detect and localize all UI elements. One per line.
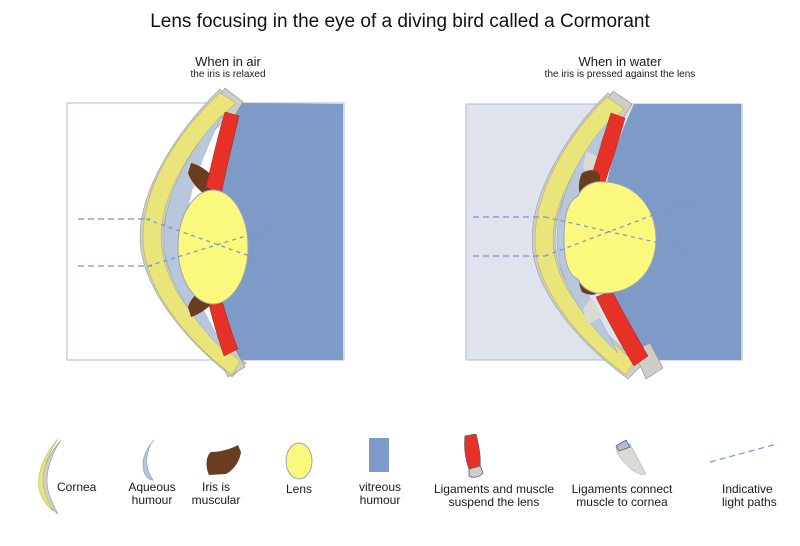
- iris-legend-label: Iris is muscular: [191, 480, 241, 507]
- vitreous-humour-legend-icon: [369, 438, 389, 472]
- air-panel-heading: When in air the iris is relaxed: [128, 54, 328, 81]
- vitreous-humour-legend-label: vitreous humour: [358, 480, 402, 507]
- aqueous-humour-legend-label: Aqueous humour: [128, 480, 176, 507]
- connect-ligaments-legend-label: Ligaments connect muscle to cornea: [571, 482, 673, 509]
- air-ray-lower-refracted: [147, 227, 273, 267]
- air-lens-shape: [177, 189, 249, 305]
- aqueous-humour-legend-icon: [142, 439, 155, 481]
- air-upper-iris-shape: [188, 163, 214, 197]
- light-paths-legend-label: Indicative light paths: [722, 482, 777, 509]
- water-ray-upper-refracted: [544, 216, 691, 251]
- water-eye-diagram: [465, 90, 743, 380]
- water-light-paths: [473, 200, 691, 257]
- lens-legend-icon: [285, 442, 313, 480]
- suspend-ligaments-legend-icon: [464, 434, 484, 478]
- air-ray-upper-refracted: [145, 218, 273, 265]
- lens-legend-label: Lens: [285, 482, 313, 496]
- water-lower-connect-ligament: [583, 297, 602, 325]
- cornea-legend-icon: [38, 438, 62, 515]
- water-panel-heading: When in water the iris is pressed agains…: [520, 54, 720, 81]
- air-heading: When in air: [195, 54, 261, 69]
- page-title: Lens focusing in the eye of a diving bir…: [150, 11, 650, 32]
- water-subheading: the iris is pressed against the lens: [544, 69, 696, 80]
- air-cornea-shape: [142, 92, 241, 376]
- iris-legend-icon: [206, 445, 241, 475]
- air-eye-diagram: [66, 87, 345, 378]
- connect-ligaments-legend-icon: [615, 439, 647, 475]
- cornea-legend-label: Cornea: [57, 480, 97, 494]
- water-cornea-shape: [534, 96, 635, 376]
- suspend-ligaments-legend-label: Ligaments and muscle suspend the lens: [433, 482, 555, 509]
- water-lens-shape: [563, 181, 657, 294]
- water-vitreous-humour-shape: [606, 104, 741, 360]
- water-ray-lower-refracted: [544, 200, 691, 257]
- air-light-paths: [78, 218, 273, 267]
- light-paths-legend-icon: [709, 443, 778, 463]
- air-vitreous-humour-shape: [213, 103, 343, 360]
- water-lower-muscle-shape: [595, 290, 649, 367]
- air-subheading: the iris is relaxed: [190, 69, 266, 80]
- air-lower-muscle-shape: [206, 294, 239, 357]
- water-heading: When in water: [578, 54, 662, 69]
